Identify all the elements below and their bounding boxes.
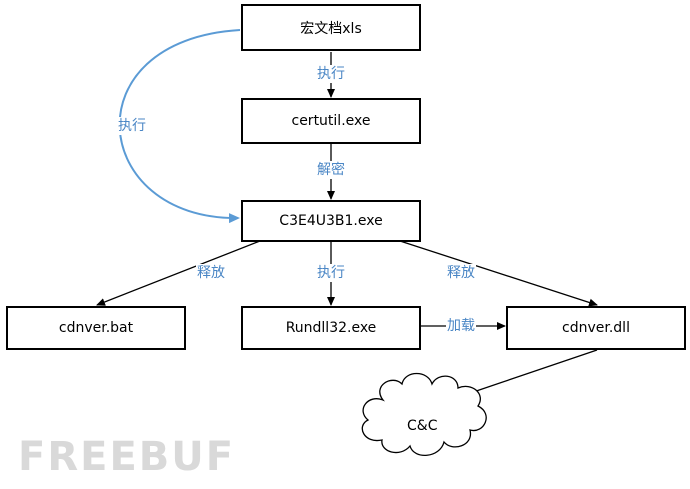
node-certutil: certutil.exe bbox=[241, 98, 421, 144]
node-certutil-label: certutil.exe bbox=[291, 113, 371, 129]
edge-c3e4-to-bat bbox=[96, 240, 261, 306]
node-cdnver-bat-label: cdnver.bat bbox=[58, 320, 134, 336]
cnc-cloud-shape bbox=[361, 372, 487, 456]
edge-c3e4-to-dll bbox=[399, 240, 598, 307]
edge-label-c3e4-to-dll: 释放 bbox=[446, 264, 476, 282]
node-c3e4-label: C3E4U3B1.exe bbox=[279, 213, 383, 229]
edge-label-c3e4-to-rundll: 执行 bbox=[316, 264, 346, 282]
node-macro-doc: 宏文档xls bbox=[241, 4, 421, 51]
node-rundll32: Rundll32.exe bbox=[241, 306, 421, 350]
edge-label-rundll-to-dll: 加载 bbox=[446, 317, 476, 335]
node-c3e4: C3E4U3B1.exe bbox=[241, 200, 421, 242]
node-macro-doc-label: 宏文档xls bbox=[300, 20, 362, 37]
node-cdnver-bat: cdnver.bat bbox=[6, 306, 186, 350]
edge-label-c3e4-to-bat: 释放 bbox=[196, 264, 226, 282]
freebuf-watermark: FREEBUF bbox=[18, 434, 236, 480]
edge-label-macro-to-c3e4: 执行 bbox=[117, 117, 147, 135]
node-cdnver-dll-label: cdnver.dll bbox=[562, 320, 630, 336]
node-rundll32-label: Rundll32.exe bbox=[285, 320, 377, 336]
edge-label-macro-to-certutil: 执行 bbox=[316, 65, 346, 83]
node-cdnver-dll: cdnver.dll bbox=[506, 306, 686, 350]
edge-label-certutil-to-c3e4: 解密 bbox=[316, 161, 346, 179]
node-cnc-label: C&C bbox=[407, 418, 438, 434]
